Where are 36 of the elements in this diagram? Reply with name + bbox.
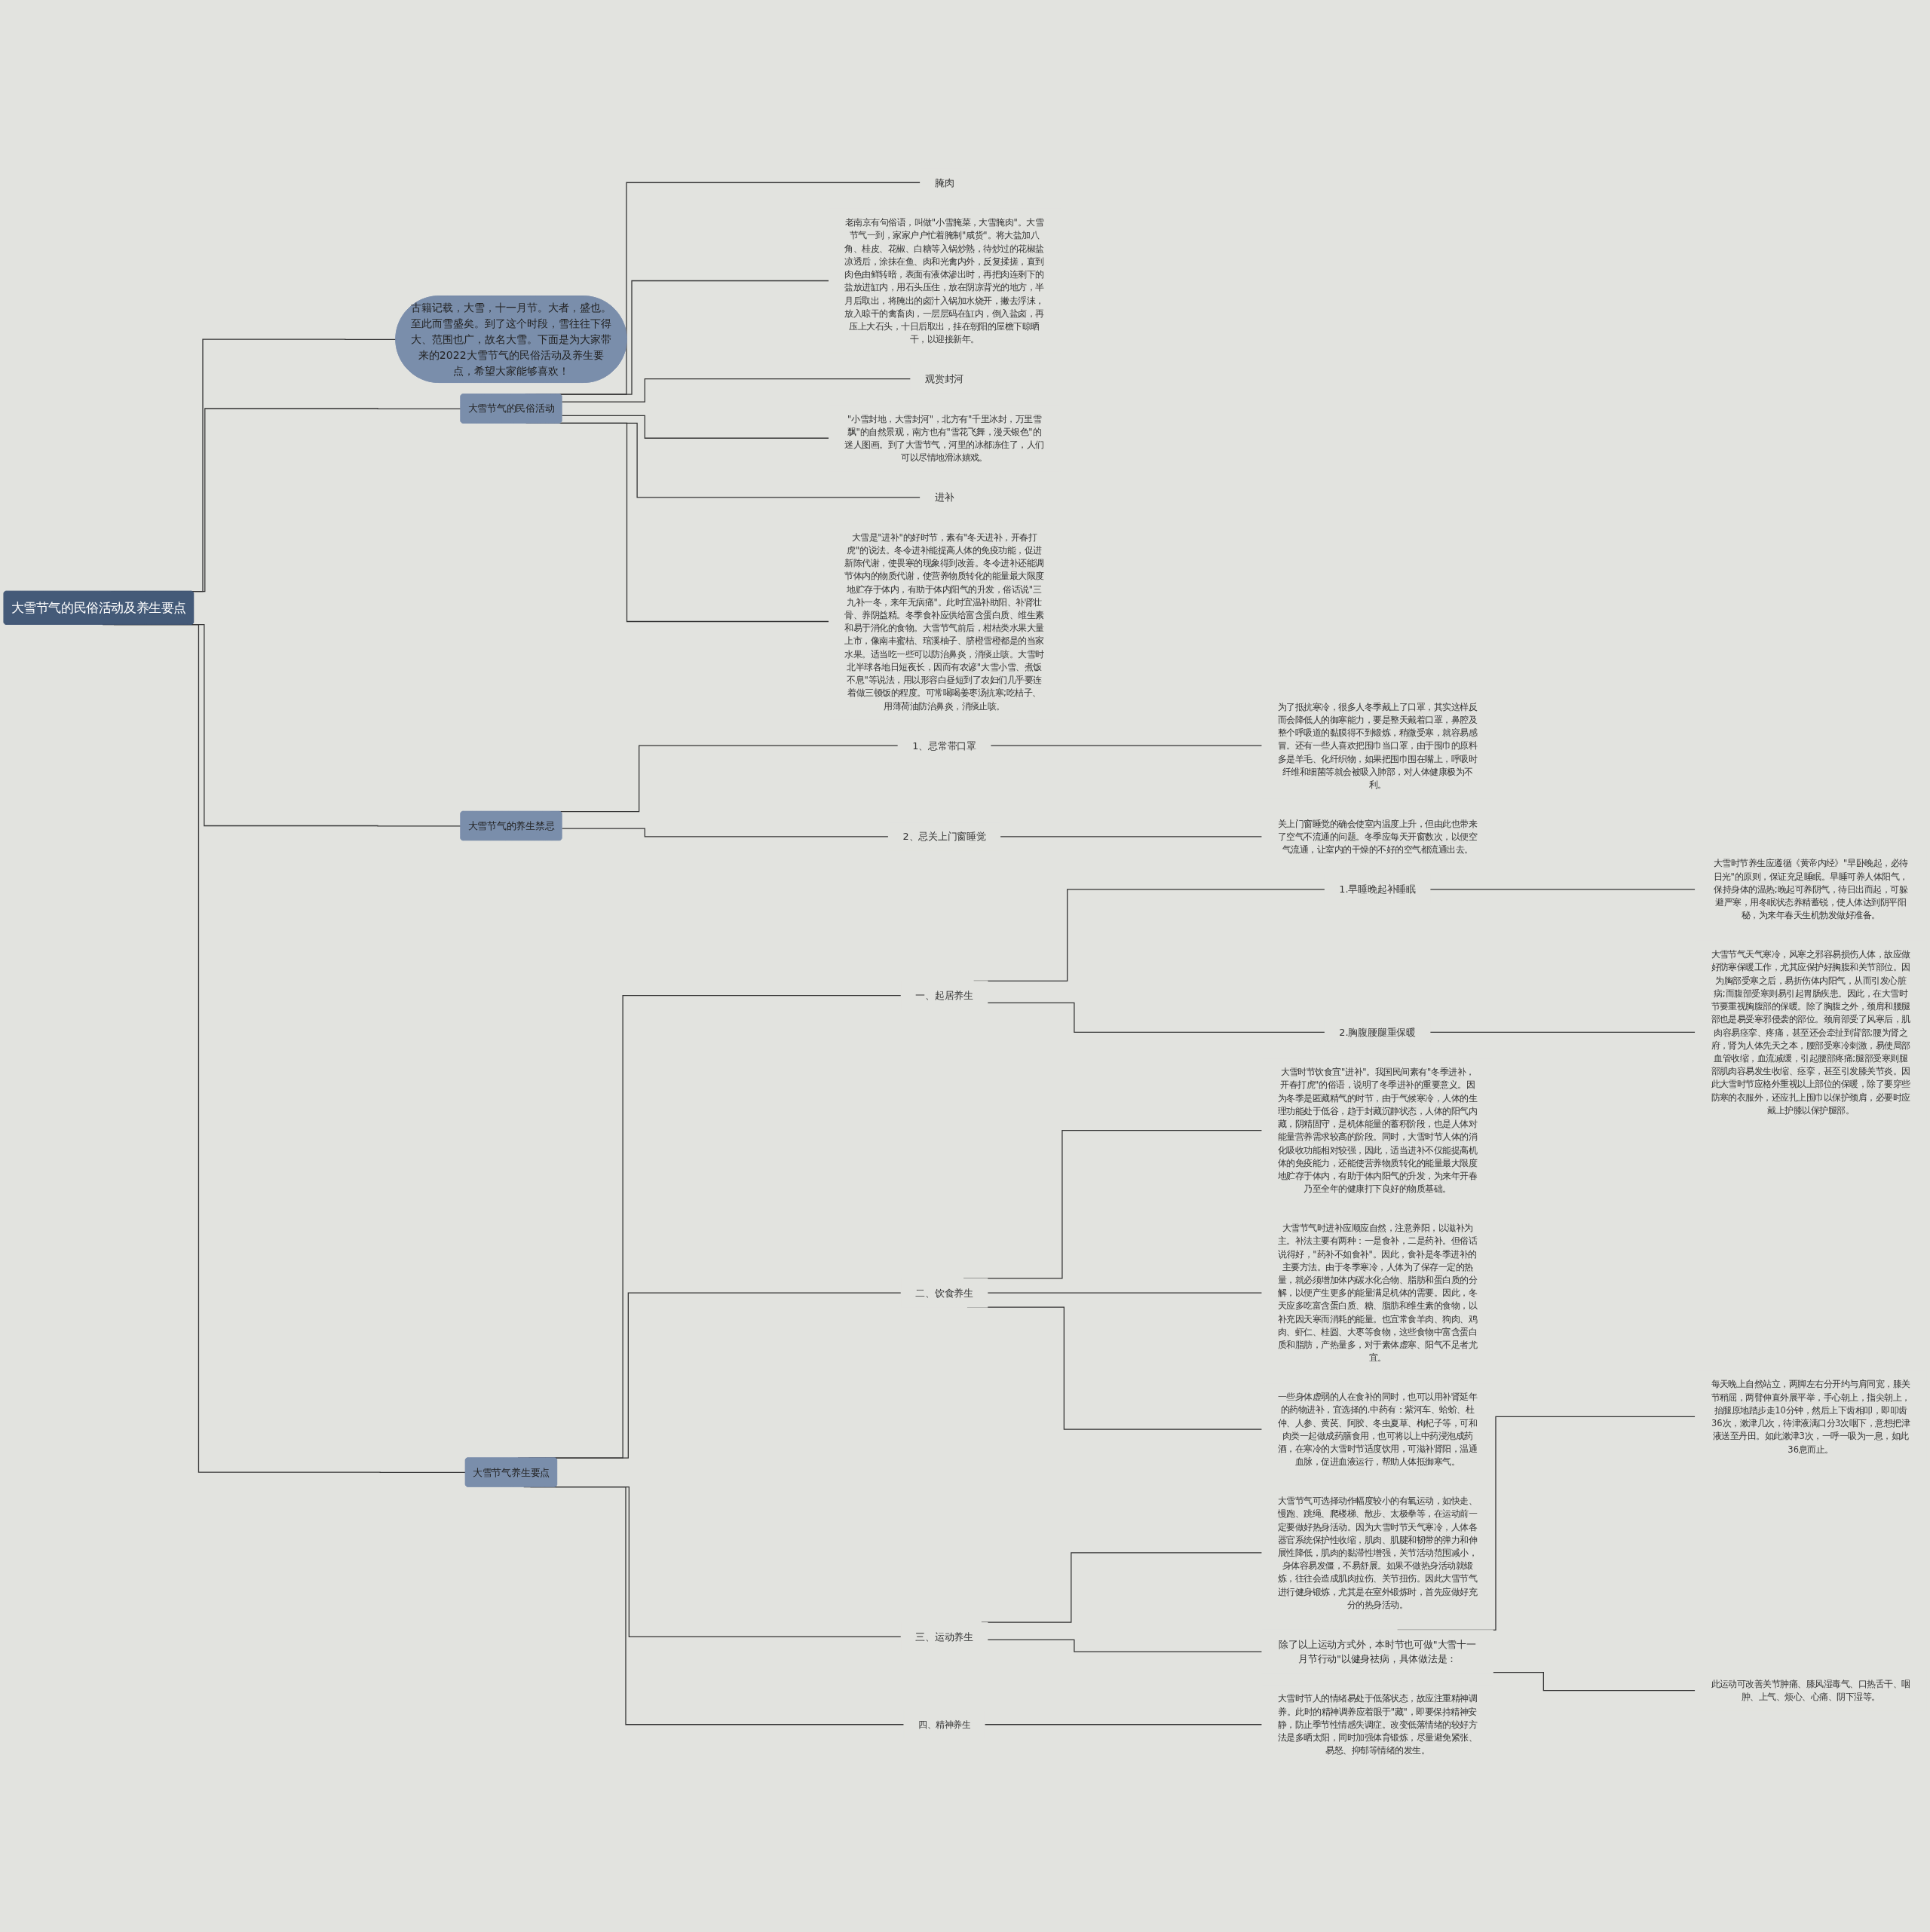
connector xyxy=(561,415,829,439)
node-text: 四、精神养生 xyxy=(918,1719,970,1730)
node-text: 大雪是"进补"的好时节，素有"冬天进补，开春打虎"的说法。冬令进补能提高人体的免疫功能，促进新陈代谢，使畏寒的现象得到改善。冬令进补还能调节体内的物质代谢，使营养物质转化的能量最大限度地贮存于体内，有助于体内阳气的升发，俗话说"三九补一冬，来年无病痛"。此时宜温补助阳、补肾壮骨、养阴益精。冬季食补应供给富含蛋白质、维生素和易于消化的食物。大雪节气前后，柑桔类水果大量上市，像南丰蜜桔、琯溪柚子、脐橙雪橙都是的当家水果。适当吃一些可以防治鼻炎，消痰止咳。大雪时北半球各地日短夜长，因而有农谚"大雪小雪、煮饭不息"等说法，用以形容白昼短到了农妇们几乎要连着做三顿饭的程度。可常喝喝姜枣汤抗寒;吃桔子、用薄荷油防治鼻炎，消痰止咳。 xyxy=(844,531,1044,711)
node-text: "小雪封地，大雪封河"，北方有"千里冰封，万里雪飘"的自然景观，南方也有"雪花飞舞，漫天银色"的迷人图画。到了大雪节气，河里的冰都冻住了，人们可以尽情地滑冰嬉戏。 xyxy=(844,413,1044,463)
node-text: 进补 xyxy=(934,491,954,504)
node-text: 大雪节气时进补应顺应自然，注意养阳，以滋补为主。补法主要有两种：一是食补，二是药补。但俗话说得好，"药补不如食补"。因此，食补是冬季进补的主要方法。由于冬季寒冷，人体为了保存一定的热量，就必须增加体内碳水化合物、脂肪和蛋白质的分解，以便产生更多的能量满足机体的需要。因此，冬天应多吃富含蛋白质、糖、脂肪和维生素的食物，以补充因天寒而消耗的能量。也宜常食羊肉、狗肉、鸡肉、虾仁、桂圆、大枣等食物，这些食物中富含蛋白质和脂肪，产热量多，对于素体虚寒、阳气不足者尤宜。 xyxy=(1277,1222,1478,1363)
connector xyxy=(1429,1031,1696,1033)
connector xyxy=(984,1723,1263,1725)
connector xyxy=(990,745,1263,746)
connector xyxy=(561,828,889,837)
node-text: 大雪时节养生应遵循《黄帝内经》"早卧晚起，必待日光"的原则，保证充足睡眠。早睡可养人体阳气，保持身体的温热;晚起可养阴气，待日出而起，可躲避严寒，用冬眠状态养精蓄锐，使人体达到阴平阳秘，为来年春天生机勃发做好准备。 xyxy=(1713,858,1908,920)
node-text: 关上门窗睡觉的确会使室内温度上升，但由此也带来了空气不流通的问题。冬季应每天开窗数次，以便空气流通，让室内的干燥的不好的空气都流通出去。 xyxy=(1277,818,1478,855)
node-text: 三、运动养生 xyxy=(915,1630,973,1643)
connector xyxy=(987,1292,1263,1294)
connector xyxy=(1429,888,1696,890)
node-text: 腌肉 xyxy=(934,176,954,188)
connector xyxy=(1000,835,1263,837)
node-text: 2、忌关上门窗睡觉 xyxy=(902,830,986,843)
node-text: 大雪节气天气寒冷，风寒之邪容易损伤人体，故应做好防寒保暖工作，尤其应保护好胸腹和关节部位。因为胸部受寒之后，易折伤体内阳气，从而引发心脏病;而腹部受寒则易引起胃肠疾患。因此，在大雪时节要重视胸腹部的保暖。除了胸腹之外，颈肩和腰腿部也是易受寒邪侵袭的部位。颈肩部受了风寒后，肌肉容易痉挛、疼痛，甚至还会牵扯到背部;腰为肾之府，肾为人体先天之本，腰部受寒冷刺激，易使局部血管收缩，血流减缓，引起腰部疼痛;腿部受寒则腿部肌肉容易发生收缩、痉挛，甚至引发膝关节炎。因此大雪时节应格外重视以上部位的保暖，除了要穿些防寒的衣服外，还应扎上围巾以保护颈肩，必要时应戴上护膝以保护腿部。 xyxy=(1711,948,1910,1116)
node-text: 老南京有句俗语，叫做"小雪腌菜，大雪腌肉"。大雪节气一到，家家户户忙着腌制"咸货"。将大盐加八角、桂皮、花椒、白糖等入锅炒熟，待炒过的花椒盐凉透后，涂抹在鱼、肉和光禽内外，反复揉搓，直到肉色由鲜转暗，表面有液体渗出时，再把肉连剩下的盐放进缸内，用石头压住，放在阴凉背光的地方，半月后取出，将腌出的卤汁入锅加水烧开，撇去浮沫，放入晾干的禽畜肉，一层层码在缸内，倒入盐卤，再压上大石头，十日后取出，挂在朝阳的屋檐下晾晒干，以迎接新年。 xyxy=(844,216,1044,344)
connector xyxy=(987,1639,1263,1652)
node-text: 大雪节气可选择动作幅度较小的有氧运动，如快走、慢跑、跳绳、爬楼梯、散步、太极拳等，在运动前一定要做好热身活动。因为大雪时节天气寒冷，人体各器官系统保护性收缩，肌肉、肌腱和韧带的弹力和伸展性降低，肌肉的黏滞性增强，关节活动范围减小，身体容易发僵，不易舒展。如果不做热身活动就锻炼，往往会造成肌肉拉伤、关节扭伤。因此大雪节气进行健身锻炼，尤其是在室外锻炼时，首先应做好充分的热身活动。 xyxy=(1277,1495,1478,1610)
node-text: 此运动可改善关节肿痛、膝风湿毒气、口热舌干、咽肿、上气、烦心、心痛、阴下湿等。 xyxy=(1711,1679,1910,1702)
node-text: 一、起居养生 xyxy=(915,989,973,1001)
node-text: 1、忌常带口罩 xyxy=(912,739,976,752)
connector xyxy=(1492,1671,1696,1692)
connector xyxy=(561,378,911,403)
node-text: 1.早睡晚起补睡眠 xyxy=(1339,883,1416,896)
connector xyxy=(987,1002,1325,1033)
node-text: 每天晚上自然站立，两脚左右分开约与肩同宽，膝关节稍屈，两臂伸直外展平举，手心朝上，指尖朝上，抬腿原地踏步走10分钟，然后上下齿相叩，即叩齿36次，漱津几次，待津液满口分3次咽下，意想把津液送至丹田。如此漱津3次，一呼一吸为一息，如此36息而止。 xyxy=(1711,1379,1910,1454)
node-text: 观赏封河 xyxy=(924,372,964,385)
node-text: 2.胸腹腰腿重保暖 xyxy=(1339,1026,1416,1038)
node-text: 大雪时节饮食宜"进补"。我国民间素有"冬季进补，开春打虎"的俗语，说明了冬季进补的重要意义。因为冬季是匿藏精气的时节，由于气候寒冷，人体的生理功能处于低谷，趋于封藏沉静状态，人体的阳气内藏，阴精固守，是机体能量的蓄积阶段，也是人体对能量营养需求较高的阶段。同时，大雪时节人体的消化吸收功能相对较强，因此，适当进补不仅能提高机体的免疫能力，还能使营养物质转化的能量最大限度地贮存于体内，有助于体内阳气的升发，为来年开春乃至全年的健康打下良好的物质基础。 xyxy=(1277,1067,1478,1194)
node-text: 一些身体虚弱的人在食补的同时，也可以用补肾延年的药物进补，宜选择的.中药有：紫河车、蛤蚧、杜仲、人参、黄芪、阿胶、冬虫夏草、枸杞子等，可和肉类一起做成药膳食用，也可将以上中药浸泡成药酒，在寒冷的大雪时节适度饮用，可滋补肾阳，温通血脉，促进血液运行，帮助人体抵御寒气。 xyxy=(1277,1392,1478,1467)
node-text: 大雪时节人的情绪易处于低落状态，故应注重精神调养。此时的精神调养应着眼于"藏"，即要保持精神安静，防止季节性情感失调症。改变低落情绪的较好方法是多晒太阳，同时加强体育锻炼，尽量避免紧张、易怒、抑郁等情绪的发生。 xyxy=(1277,1693,1478,1756)
node-text: 为了抵抗寒冷，很多人冬季戴上了口罩，其实这样反而会降低人的御寒能力，要是整天戴着口罩，鼻腔及整个呼吸道的黏膜得不到锻炼，稍微受寒，就容易感冒。还有一些人喜欢把围巾当口罩，由于围巾的原料多是羊毛、化纤织物，如果把围巾围在嘴上，呼吸时纤维和细菌等就会被吸入肺部，对人体健康极为不利。 xyxy=(1277,701,1478,790)
